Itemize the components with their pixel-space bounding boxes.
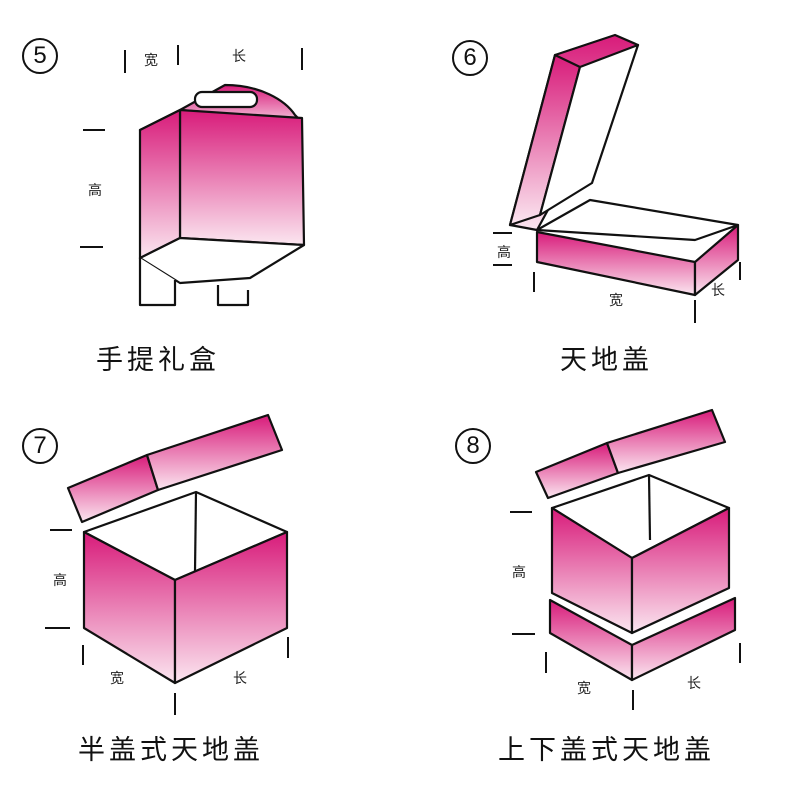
gable-box-illustration bbox=[138, 83, 306, 307]
width-label: 宽 bbox=[110, 671, 124, 687]
number-badge-6: 6 bbox=[452, 40, 488, 76]
top-bottom-lid-box-illustration bbox=[534, 408, 737, 682]
number-badge-5: 5 bbox=[22, 38, 58, 74]
length-label: 长 bbox=[233, 671, 247, 687]
box-caption: 半盖式天地盖 bbox=[78, 735, 264, 766]
width-label: 宽 bbox=[577, 681, 591, 697]
dimension-ticks bbox=[45, 45, 741, 715]
height-label: 高 bbox=[88, 183, 102, 199]
box-caption: 上下盖式天地盖 bbox=[498, 735, 715, 766]
height-label: 高 bbox=[512, 565, 526, 581]
width-label: 宽 bbox=[144, 53, 158, 69]
half-lid-box-illustration bbox=[66, 413, 289, 685]
length-label: 长 bbox=[711, 283, 725, 299]
length-label: 长 bbox=[687, 676, 701, 692]
height-label: 高 bbox=[497, 245, 511, 261]
width-label: 宽 bbox=[609, 293, 623, 309]
number-badge-8: 8 bbox=[455, 428, 491, 464]
box-caption: 手提礼盒 bbox=[96, 345, 220, 376]
number-badge-7: 7 bbox=[22, 428, 58, 464]
length-label: 长 bbox=[232, 49, 246, 65]
box-caption: 天地盖 bbox=[560, 345, 653, 376]
telescope-box-illustration bbox=[508, 33, 740, 297]
height-label: 高 bbox=[53, 573, 67, 589]
